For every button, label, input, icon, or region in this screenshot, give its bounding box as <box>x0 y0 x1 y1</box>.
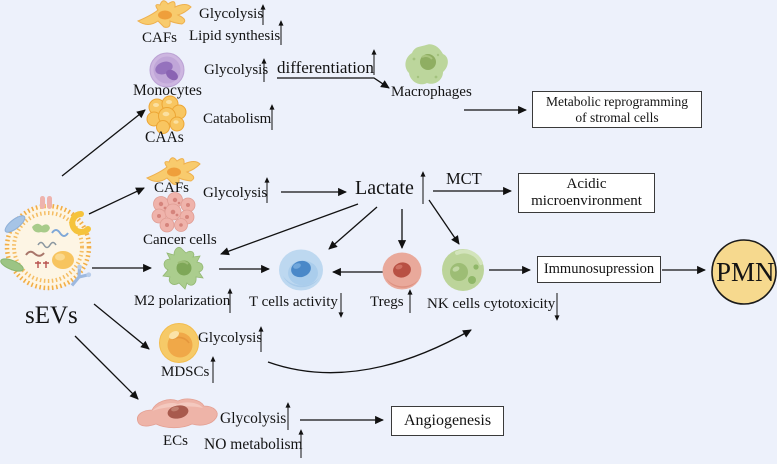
angiogenesis-box: Angiogenesis <box>391 406 504 436</box>
sevs-vesicle-icon <box>0 196 92 291</box>
mdscs-cell-icon <box>159 323 199 363</box>
membrane-protein-yellow <box>69 211 91 235</box>
metabolic-box-line1: Metabolic reprogramming <box>545 93 689 109</box>
membrane-channel-pink <box>40 196 52 209</box>
membrane-protein-blue <box>4 215 26 233</box>
caas-cell-icon <box>146 95 187 134</box>
metabolic-box-line2: of stromal cells <box>575 109 659 125</box>
cargo-rna-blue <box>51 229 69 237</box>
nk-cytotoxicity-label: NK cells cytotoxicity <box>427 296 556 312</box>
acidic-box-line1: Acidic <box>566 176 607 192</box>
cafs-top-cell-icon <box>136 0 192 28</box>
catabolism-label: Catabolism <box>203 111 272 127</box>
monocytes-cell-icon <box>149 52 185 88</box>
m2-macrophage-cell-icon <box>162 247 204 290</box>
pmn-circle-icon <box>711 239 777 305</box>
glycolysis-ecs-label: Glycolysis <box>220 410 287 427</box>
membrane-receptor-blue <box>70 264 92 287</box>
cargo-metabolites-red <box>35 261 49 268</box>
effect-direction-arrows <box>210 4 560 458</box>
arrow-lactate-to-m2 <box>220 203 359 256</box>
cafs-mid-label: CAFs <box>154 180 190 196</box>
mct-label: MCT <box>446 169 482 188</box>
lactate-label: Lactate <box>355 177 414 199</box>
arrow-sevs-to-stromal <box>61 109 146 177</box>
arrow-lactate-to-nk <box>428 199 460 245</box>
pmn-label: PMN <box>716 257 775 287</box>
cargo-protein-green <box>32 223 50 233</box>
acidic-microenvironment-box: Acidic microenvironment <box>518 173 655 213</box>
cargo-lipid-droplet <box>52 251 74 269</box>
sevs-label: sEVs <box>25 302 78 329</box>
cafs-mid-cell-icon <box>145 157 201 185</box>
arrow-sevs-to-cafs <box>88 187 145 215</box>
connection-arrows <box>61 77 706 425</box>
no-metabolism-label: NO metabolism <box>204 436 303 453</box>
cancer-cells-icon <box>151 192 196 233</box>
mdscs-label: MDSCs <box>161 364 210 380</box>
monocytes-label: Monocytes <box>133 82 202 99</box>
cafs-top-label: CAFs <box>142 30 178 46</box>
tregs-label: Tregs <box>370 294 404 310</box>
caas-label: CAAs <box>145 129 184 146</box>
differentiation-label: differentiation <box>277 58 374 77</box>
angiogenesis-label: Angiogenesis <box>403 412 492 429</box>
glycolysis-cafs-label: Glycolysis <box>199 6 264 22</box>
cancer-cells-label: Cancer cells <box>143 232 217 248</box>
membrane-protein-green <box>0 258 24 272</box>
arrow-lactate-to-tcell <box>328 206 378 250</box>
arrow-mdsc-to-nk-curved <box>267 329 472 374</box>
ecs-label: ECs <box>163 433 189 449</box>
acidic-box-line2: microenvironment <box>531 193 642 209</box>
t-cell-icon <box>279 249 323 291</box>
arrow-sevs-to-ecs <box>74 335 139 400</box>
glycolysis-mdscs-label: Glycolysis <box>198 330 263 346</box>
immunosupression-label: Immunosupression <box>543 261 655 277</box>
lipid-synthesis-label: Lipid synthesis <box>189 28 281 44</box>
arrow-sevs-to-mdscs <box>93 303 150 350</box>
glycolysis-cancer-label: Glycolysis <box>203 185 268 201</box>
cargo-rna-brown <box>25 250 45 257</box>
cargo-dna-grey <box>37 241 57 249</box>
glycolysis-monocytes-label: Glycolysis <box>204 62 269 78</box>
macrophages-label: Macrophages <box>391 84 472 100</box>
ecs-cell-icon <box>137 398 218 429</box>
nk-cell-icon <box>442 249 484 291</box>
treg-cell-icon <box>382 252 422 290</box>
m2-polarization-label: M2 polarization <box>134 293 231 309</box>
immunosupression-box: Immunosupression <box>537 256 661 283</box>
arrow-differentiation-to-macrophages <box>277 77 390 89</box>
macrophages-cell-icon <box>405 44 448 85</box>
t-cells-activity-label: T cells activity <box>249 294 338 310</box>
metabolic-reprogramming-box: Metabolic reprogramming of stromal cells <box>532 91 702 128</box>
